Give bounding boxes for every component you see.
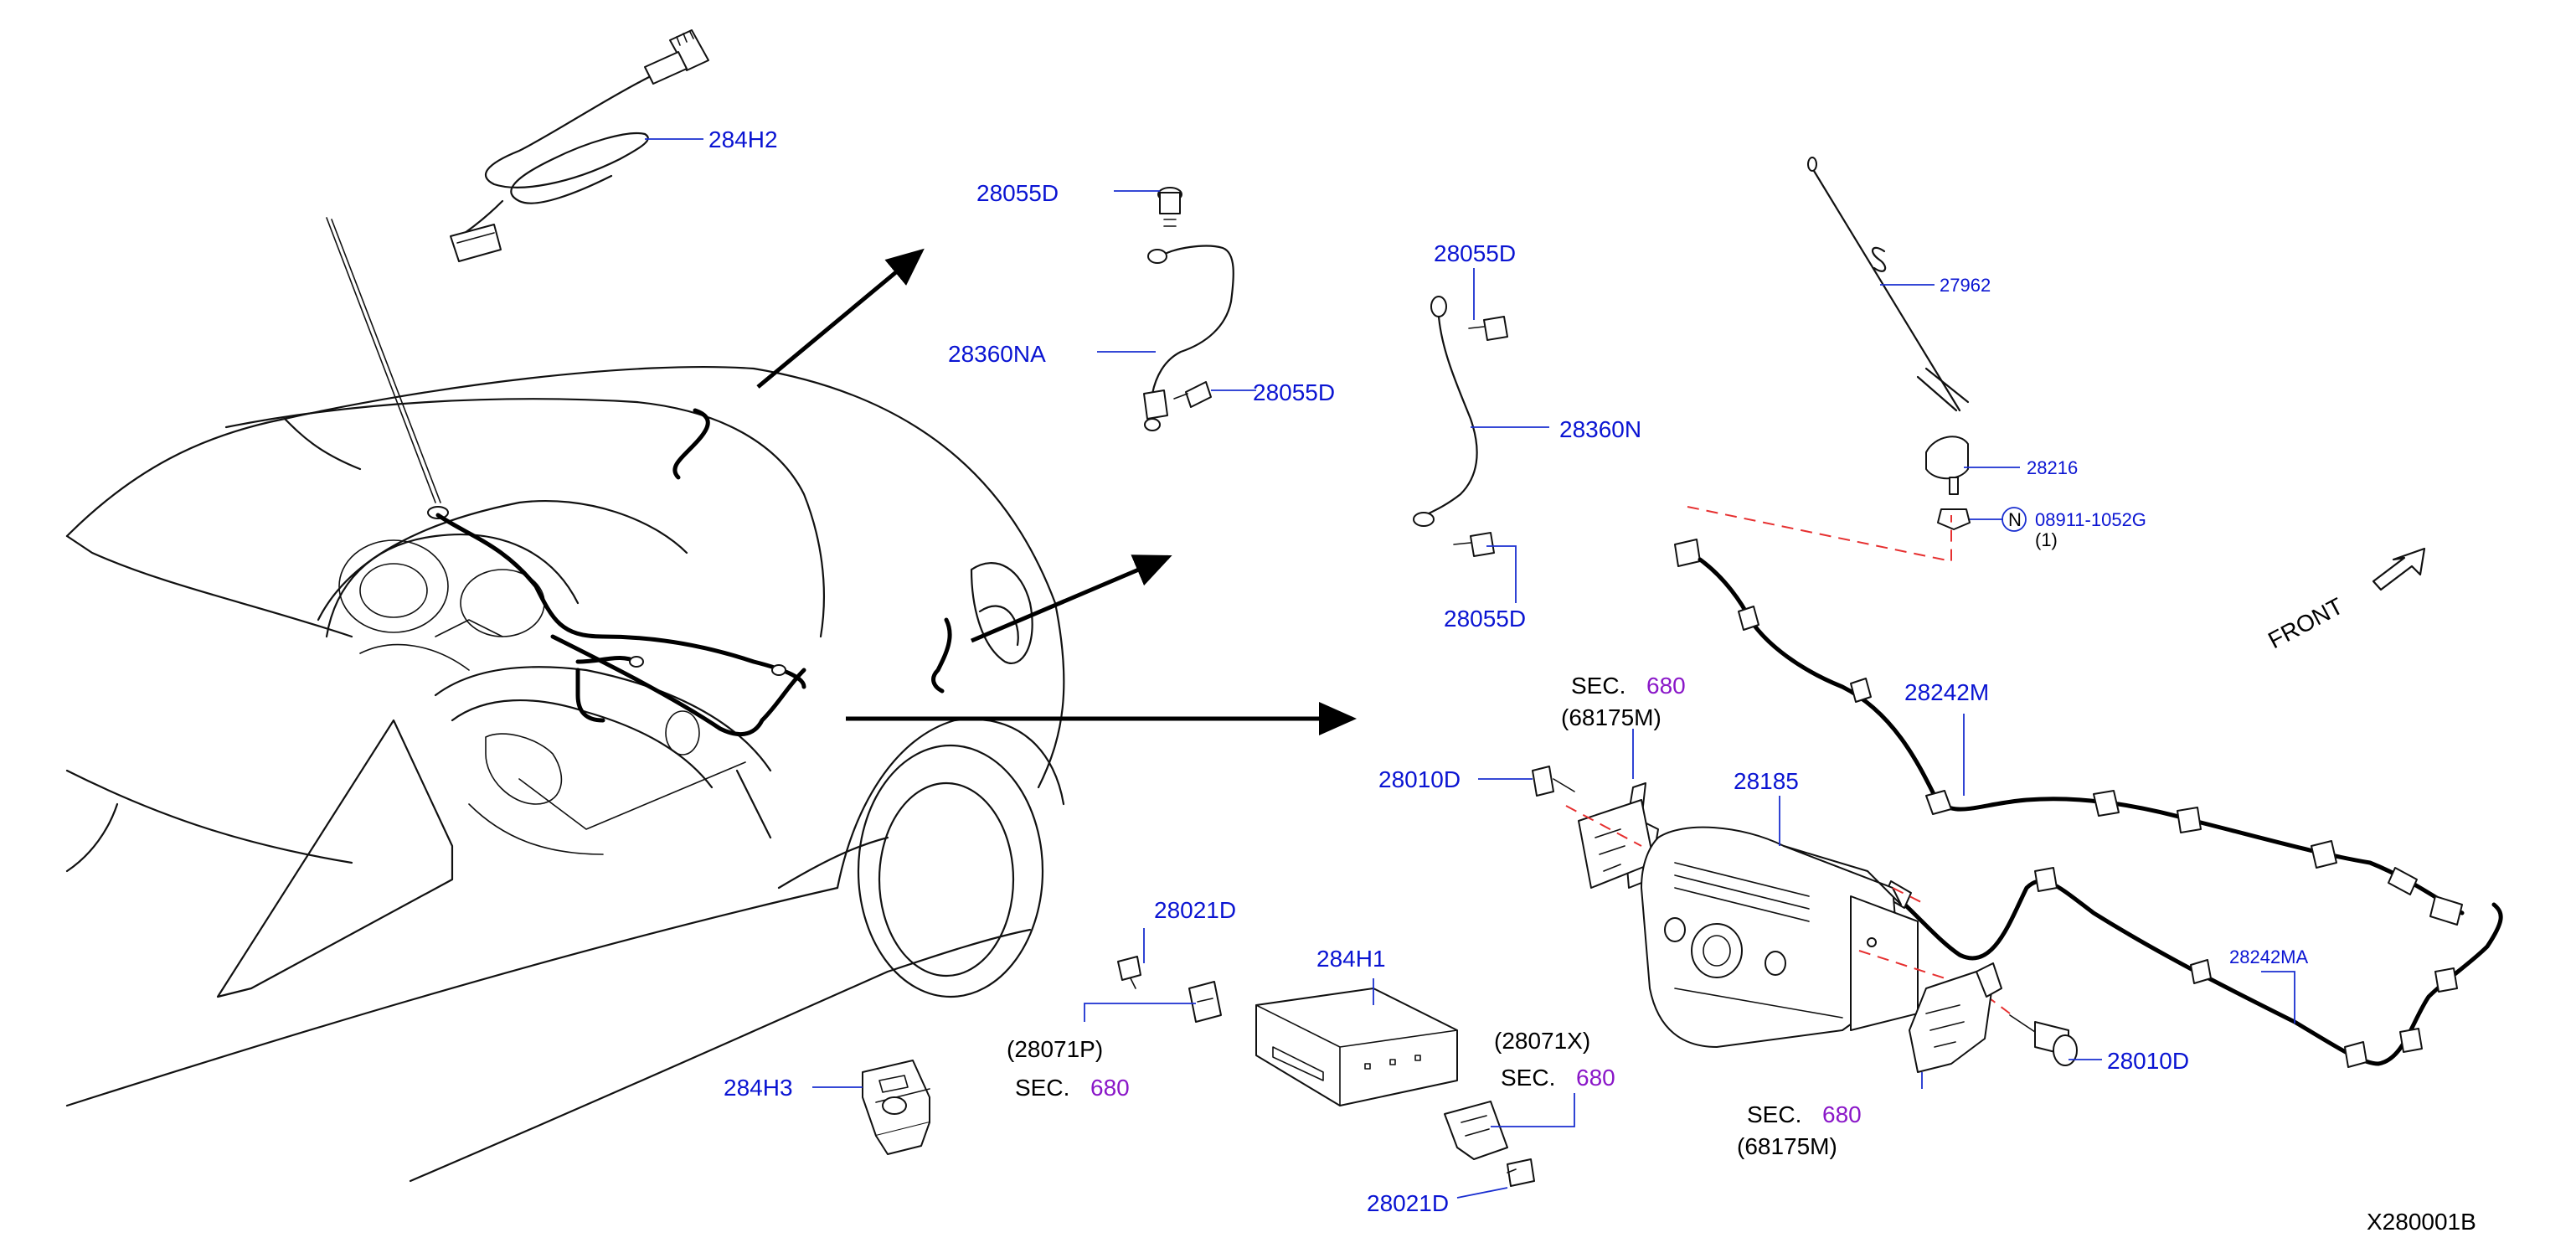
usb-interface-unit bbox=[1117, 956, 1535, 1187]
ground-strap-28360NA bbox=[1143, 187, 1234, 431]
callout-284H3: 284H3 bbox=[724, 1075, 793, 1101]
quantity-08911: (1) bbox=[2035, 529, 2058, 550]
sec-number-4: 680 bbox=[1822, 1101, 1862, 1127]
callout-28242M: 28242M bbox=[1904, 679, 1989, 705]
callout-28216: 28216 bbox=[2027, 457, 2078, 478]
callout-28010D-left: 28010D bbox=[1378, 766, 1461, 792]
callout-28242MA: 28242MA bbox=[2229, 946, 2309, 967]
sec-label-4: SEC. bbox=[1747, 1101, 1801, 1127]
callout-28021D-left: 28021D bbox=[1154, 897, 1236, 923]
antenna-rod-assembly bbox=[1807, 157, 1971, 530]
leader-lines bbox=[645, 138, 2295, 1199]
callout-labels: 284H2 28055D 28360NA 28055D 28055D 28360… bbox=[708, 126, 2476, 1235]
audio-unit-assembly bbox=[1532, 766, 2078, 1073]
callout-28055D-top: 28055D bbox=[976, 180, 1059, 206]
callout-28185: 28185 bbox=[1734, 768, 1799, 794]
antenna-feeder-cable bbox=[1674, 506, 2503, 1068]
usb-cable-assembly bbox=[450, 29, 709, 262]
reference-28071X: (28071X) bbox=[1494, 1028, 1590, 1054]
callout-28055D-upper: 28055D bbox=[1434, 240, 1516, 266]
front-direction-indicator: FRONT bbox=[2264, 547, 2426, 654]
sec-number-1: 680 bbox=[1646, 673, 1686, 699]
diagram-code: X280001B bbox=[2367, 1209, 2476, 1235]
callout-08911-1052G: 08911-1052G bbox=[2035, 509, 2146, 530]
callout-28055D-strap: 28055D bbox=[1253, 379, 1335, 405]
front-label: FRONT bbox=[2264, 593, 2347, 654]
callout-28360N: 28360N bbox=[1559, 416, 1641, 442]
callout-28010D-right: 28010D bbox=[2107, 1048, 2189, 1074]
sec-reference-1: (68175M) bbox=[1561, 704, 1662, 730]
sec-number-3: 680 bbox=[1576, 1065, 1615, 1091]
ground-strap-28360N bbox=[1413, 296, 1508, 557]
pointer-arrows bbox=[756, 248, 1357, 735]
vehicle-illustration bbox=[65, 217, 1065, 1183]
reference-28071P: (28071P) bbox=[1007, 1036, 1103, 1062]
sec-number-2: 680 bbox=[1090, 1075, 1130, 1101]
callout-27962: 27962 bbox=[1940, 275, 1991, 296]
callout-28360NA: 28360NA bbox=[948, 341, 1046, 367]
callout-28021D-right: 28021D bbox=[1367, 1190, 1449, 1216]
sec-label-3: SEC. bbox=[1501, 1065, 1555, 1091]
usb-socket bbox=[862, 1060, 930, 1155]
callout-284H2: 284H2 bbox=[708, 126, 778, 152]
callout-284H1: 284H1 bbox=[1316, 946, 1386, 972]
sec-reference-4: (68175M) bbox=[1737, 1133, 1837, 1159]
n-symbol: N bbox=[2008, 509, 2022, 530]
sec-label-1: SEC. bbox=[1571, 673, 1625, 699]
sec-label-2: SEC. bbox=[1015, 1075, 1069, 1101]
callout-28055D-lower: 28055D bbox=[1444, 606, 1526, 632]
